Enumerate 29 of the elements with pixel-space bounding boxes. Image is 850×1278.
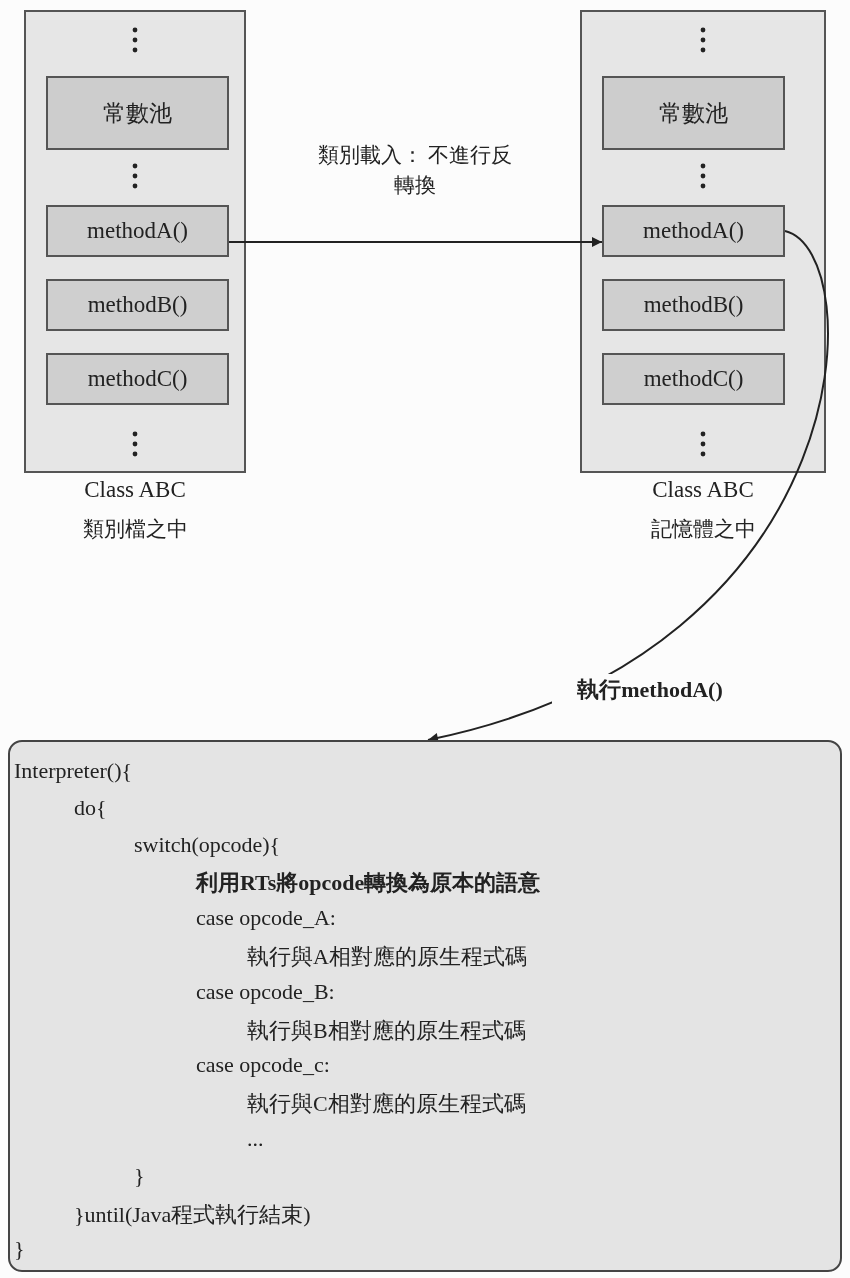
method-box: methodA() [602,205,785,257]
code-line: switch(opcode){ [134,831,281,858]
method-box: methodC() [46,353,229,405]
method-box: methodB() [46,279,229,331]
code-line: case opcode_A: [196,905,336,932]
code-line: 利用RTs將opcode轉換為原本的語意 [196,869,541,898]
code-line: }until(Java程式執行結束) [74,1200,311,1229]
code-line: } [14,1236,25,1263]
class-name: Class ABC [651,477,755,503]
class-location: 類別檔之中 [81,516,189,543]
interpreter-code-box [8,740,842,1272]
method-box: methodB() [602,279,785,331]
code-line: 執行與C相對應的原生程式碼 [247,1090,526,1119]
constant-pool-box: 常數池 [602,76,785,150]
code-line: 執行與B相對應的原生程式碼 [247,1016,526,1045]
arrow [228,237,603,247]
method-box: methodA() [46,205,229,257]
method-box: methodC() [602,353,785,405]
code-line: ... [247,1126,264,1152]
class-location: 記憶體之中 [649,516,757,543]
class-name: Class ABC [83,477,187,503]
code-line: do{ [74,794,107,821]
code-line: case opcode_c: [196,1052,330,1079]
code-line: } [134,1162,145,1189]
code-line: Interpreter(){ [14,758,133,784]
code-line: case opcode_B: [196,978,335,1005]
constant-pool-box: 常數池 [46,76,229,150]
code-line: 執行與A相對應的原生程式碼 [247,943,527,971]
arrow [427,230,829,743]
